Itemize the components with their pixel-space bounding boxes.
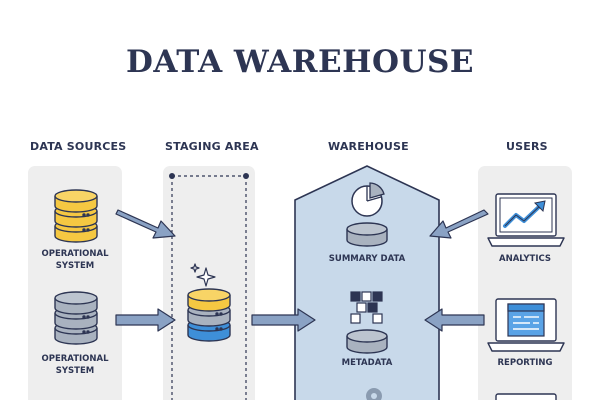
column-header-staging-area: STAGING AREA	[165, 140, 259, 153]
source-2-label: OPERATIONAL SYSTEM	[28, 353, 122, 377]
analytics-label: ANALYTICS	[499, 254, 551, 264]
staging-panel	[163, 166, 255, 400]
gear-icon	[366, 388, 382, 400]
summary-database-icon	[346, 222, 388, 247]
sources-panel	[28, 166, 122, 400]
database-yellow-icon	[54, 189, 98, 243]
source-1-label-line2: SYSTEM	[55, 261, 95, 271]
database-staging-icon	[187, 288, 231, 342]
source-1-label: OPERATIONAL SYSTEM	[28, 248, 122, 272]
arrow-analytics-to-warehouse	[429, 209, 489, 239]
sparkle-icon	[190, 263, 216, 287]
arrow-source1-to-staging	[115, 209, 176, 239]
arrow-reporting-to-warehouse	[424, 308, 485, 332]
page-title: DATA WAREHOUSE	[125, 44, 475, 80]
warehouse-building	[294, 165, 440, 400]
laptop-partial-icon	[495, 393, 557, 400]
database-gray-icon	[54, 291, 98, 345]
metadata-database-icon	[346, 329, 388, 354]
source-1-label-line1: OPERATIONAL	[41, 249, 109, 259]
laptop-chart-icon	[487, 193, 565, 247]
grid-blocks-icon	[350, 291, 383, 324]
arrow-staging-to-warehouse	[251, 308, 316, 332]
laptop-report-icon	[487, 298, 565, 352]
staging-dashed-frame	[169, 173, 249, 400]
arrow-source2-to-staging	[115, 308, 176, 332]
column-header-data-sources: DATA SOURCES	[30, 140, 127, 153]
metadata-label: METADATA	[341, 358, 393, 368]
column-header-users: USERS	[506, 140, 548, 153]
column-header-warehouse: WAREHOUSE	[328, 140, 409, 153]
source-2-label-line1: OPERATIONAL	[41, 354, 109, 364]
pie-chart-icon	[351, 182, 385, 217]
source-2-label-line2: SYSTEM	[55, 366, 95, 376]
reporting-label: REPORTING	[497, 358, 553, 368]
summary-data-label: SUMMARY DATA	[328, 254, 406, 264]
